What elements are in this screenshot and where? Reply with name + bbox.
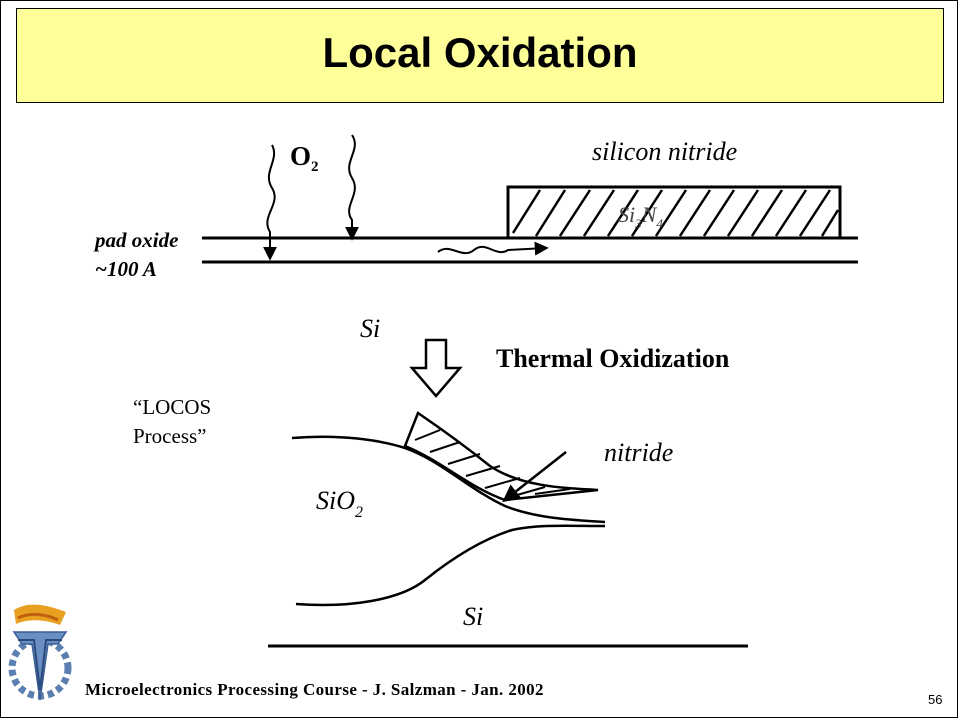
nitride-hatching bbox=[511, 189, 840, 237]
si-substrate-label-bottom: Si bbox=[463, 602, 483, 631]
title-banner: Local Oxidation bbox=[16, 8, 944, 103]
footer-course-credit: Microelectronics Processing Course - J. … bbox=[85, 680, 544, 699]
si-substrate-label-top: Si bbox=[360, 314, 380, 343]
bottom-diagram: “LOCOS Process” nitride SiO2 Si bbox=[133, 395, 748, 648]
process-transition: Thermal Oxidization bbox=[409, 338, 730, 398]
thermal-oxidization-label: Thermal Oxidization bbox=[496, 344, 730, 373]
pad-oxide-label: pad oxide bbox=[93, 228, 178, 252]
top-diagram: O2 silicon nitride Si3N4 pad oxide ~100 … bbox=[93, 134, 858, 343]
oxide-thickness-label: ~100 A bbox=[95, 257, 157, 281]
slide-number: 56 bbox=[928, 692, 943, 707]
slide-title: Local Oxidation bbox=[322, 28, 638, 76]
o2-diffusion-arrow-2 bbox=[345, 134, 359, 241]
oxide-lower-boundary bbox=[295, 524, 606, 607]
nitride-label: nitride bbox=[604, 438, 673, 467]
birds-beak-hatching bbox=[414, 429, 571, 498]
technion-logo-icon bbox=[8, 604, 72, 701]
locos-label-line1: “LOCOS bbox=[133, 395, 211, 419]
silicon-nitride-label: silicon nitride bbox=[592, 137, 737, 166]
silicon-nitride-block bbox=[506, 185, 842, 238]
birds-beak-nitride bbox=[403, 411, 599, 502]
oxide-upper-boundary bbox=[291, 435, 606, 524]
locos-label-line2: Process” bbox=[133, 424, 206, 448]
sio2-label: SiO2 bbox=[316, 486, 363, 521]
nitride-pointer-arrow bbox=[502, 451, 567, 503]
o2-diffusion-arrow-1 bbox=[263, 144, 277, 261]
down-arrow-icon bbox=[409, 338, 463, 398]
o2-label: O2 bbox=[290, 141, 319, 175]
lateral-diffusion-arrow bbox=[437, 241, 549, 256]
si3n4-label: Si3N4 bbox=[618, 202, 663, 231]
